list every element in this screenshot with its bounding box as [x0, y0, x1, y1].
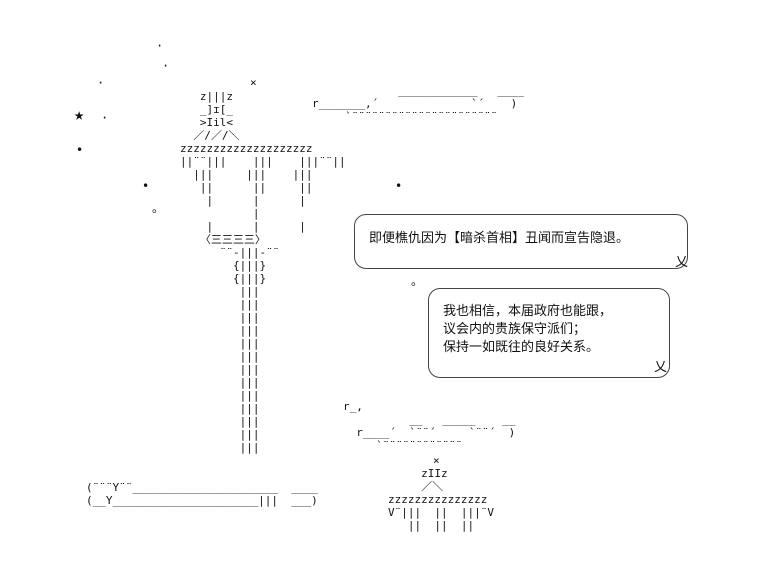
ascii-line: | | |	[180, 220, 306, 233]
ascii-line: |||	[180, 298, 260, 311]
ascii-line: zIIz	[388, 467, 448, 480]
speech-line: 即便樵仇因为【暗杀首相】丑闻而宣告隐退。	[369, 231, 630, 246]
ascii-line: |||	[180, 311, 260, 324]
speech-bubble-bottom: 我也相信，本届政府也能跟， 议会内的贵族保守派们； 保持一如既往的良好关系。	[428, 288, 670, 378]
ascii-line: z|||z	[180, 90, 233, 103]
hat-cross: ×	[250, 76, 257, 89]
tall-figure-ascii: z|||z _]ɪ[_ >Iil< ／/／/＼zzzzzzzzzzzzzzzzz…	[180, 90, 346, 454]
ascii-line: ||¨¨||| ||| |||¨¨||	[180, 155, 346, 168]
hat-cross: ×	[433, 454, 440, 467]
ascii-line: __ _____ __	[343, 413, 516, 426]
sky-dot: ·	[97, 76, 105, 90]
ascii-line: `¨¨¨¨¨¨¨¨¨¨¨¨¨¨¨¨¨¨¨¨¨¨	[312, 110, 498, 123]
sky-dot: •	[395, 179, 403, 193]
cloud-mid-ascii: r_, __ _____ __ r____´ `¨¨´ `¨¨´ ) `¨¨¨¨…	[343, 400, 515, 452]
ascii-line: |||	[180, 363, 260, 376]
ascii-line: 〈三三三三〉	[180, 233, 266, 246]
ascii-line: _]ɪ[_	[180, 103, 233, 116]
sky-dot: ·	[101, 111, 109, 125]
sky-dot: •	[142, 179, 150, 193]
ascii-line: `¨¨¨¨¨¨¨¨¨¨¨¨	[343, 439, 463, 452]
ascii-line: | | |	[180, 194, 306, 207]
ascii-line: || || ||	[388, 519, 475, 532]
ascii-line: |||	[180, 324, 260, 337]
ascii-line: zzzzzzzzzzzzzzzzzzzz	[180, 142, 313, 155]
ascii-line: ¨¨-|||-¨¨	[180, 246, 280, 259]
ring-mark: 。	[411, 274, 424, 288]
ascii-line: |||	[180, 285, 260, 298]
ascii-line: |||	[180, 337, 260, 350]
speech-line: 我也相信，本届政府也能跟，	[443, 304, 613, 319]
speech-line: 保持一如既往的良好关系。	[443, 340, 600, 355]
ascii-line: V¨||| || |||¨V	[388, 506, 494, 519]
ascii-line: ／/／/＼	[180, 129, 240, 142]
ascii-line: r____´ `¨¨´ `¨¨´ )	[343, 426, 516, 439]
ascii-line: |||	[180, 350, 260, 363]
ascii-line: ____________ ____	[312, 84, 524, 97]
ascii-line: |||	[180, 376, 260, 389]
ascii-line: |	[180, 207, 260, 220]
ascii-line: {|||}	[180, 272, 267, 285]
ascii-line: (¨¨¨Y¨¨______________________ ____	[86, 481, 318, 494]
sky-dot: •	[76, 143, 84, 157]
ascii-line: {|||}	[180, 259, 267, 272]
speech-bubble-top: 即便樵仇因为【暗杀首相】丑闻而宣告隐退。	[354, 214, 688, 269]
cloud-left-ascii: (¨¨¨Y¨¨______________________ ____(__Y__…	[86, 481, 318, 507]
star-icon: ★	[74, 105, 85, 125]
ascii-line: |||	[180, 415, 260, 428]
ascii-line: ／＼	[388, 480, 444, 493]
ascii-line: >Iil<	[180, 116, 233, 129]
speech-line: 议会内的贵族保守派们；	[443, 322, 587, 337]
bubble-tail: 乂	[675, 255, 689, 270]
ascii-line: |||	[180, 441, 260, 454]
sky-dot: ·	[162, 59, 170, 73]
ring-mark: 。	[152, 201, 165, 215]
ascii-line: |||	[180, 428, 260, 441]
ascii-line: || || ||	[180, 181, 313, 194]
ascii-line: |||	[180, 389, 260, 402]
ascii-line: r_,	[343, 400, 363, 413]
bubble-tail: 乂	[654, 360, 668, 375]
ascii-line: (__Y______________________||| ___)	[86, 494, 318, 507]
ascii-line: zzzzzzzzzzzzzzz	[388, 493, 488, 506]
ascii-line: |||	[180, 402, 260, 415]
sky-dot: ·	[156, 39, 164, 53]
ascii-line: ||| ||| |||	[180, 168, 313, 181]
ascii-line: r_______,´ `´ )	[312, 97, 518, 110]
cloud-top-ascii: ____________ ____r_______,´ `´ ) `¨¨¨¨¨¨…	[312, 84, 524, 123]
